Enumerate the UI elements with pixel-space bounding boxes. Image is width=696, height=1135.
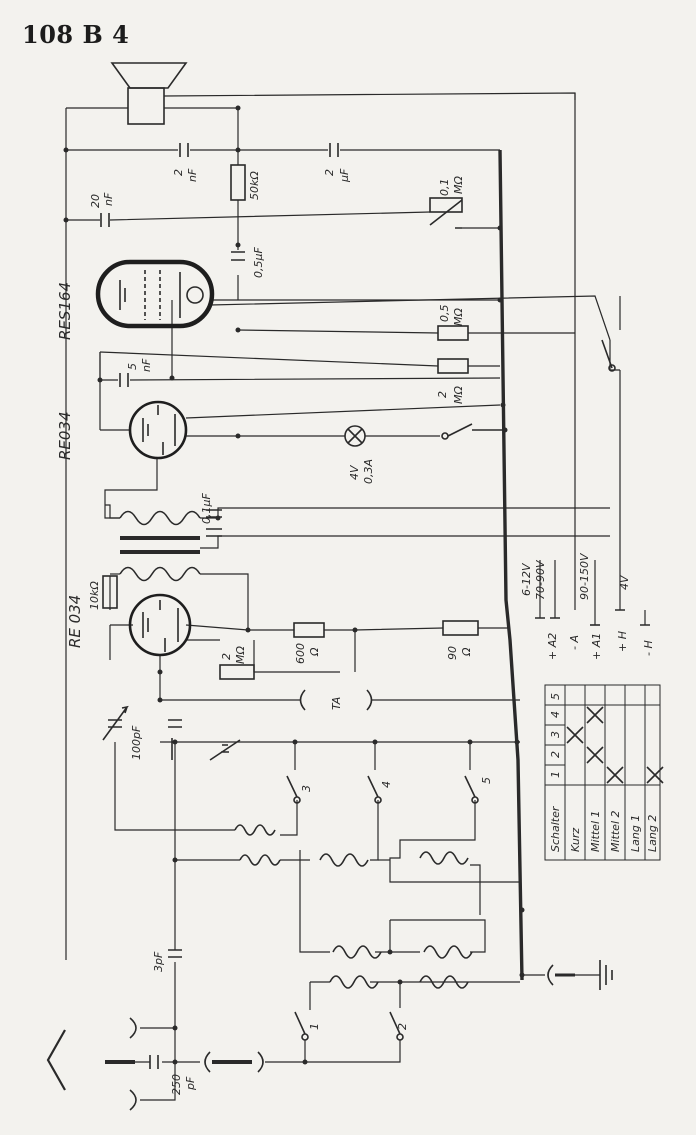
tube-res164 [95,259,215,329]
label-c-250pf-b: pF [184,1076,197,1091]
page-title: 108 B 4 [22,20,130,49]
label-r-600-a: 600 [294,643,307,664]
label-r-05m-a: 0,5 [438,305,451,323]
label-supply-90-150v: 90-150V [578,552,591,600]
label-r-2m-a-1: 2 [436,391,449,398]
label-c-2uf-a: 2 [323,169,336,176]
switch-closed-mark [606,766,624,784]
label-c-01uf: 0,1μF [200,493,213,524]
terminal-a1: + A1 [590,633,603,660]
tube-label-res164: RES164 [56,282,74,340]
label-pot-a: 0,1 [438,179,451,197]
label-r-50k: 50kΩ [248,171,261,200]
tube-re034-lower [128,593,192,657]
label-c-100pf: 100pF [130,725,143,760]
phono-sockets [299,689,373,711]
label-r-90-b: Ω [460,647,473,657]
label-supply-4v: 4V [618,574,631,590]
label-r-2m-b-1: 2 [220,653,233,660]
switch-number-1: 1 [308,1023,321,1030]
label-c-2uf-b: μF [338,168,351,183]
switch-number-5: 5 [480,777,493,784]
switch-table-col-4: 4 [549,711,562,718]
tube-label-re034-lower: RE 034 [66,595,84,648]
switch-number-3: 3 [300,785,313,792]
label-c-05uf: 0,5μF [252,247,265,278]
switch-table: Schalter 1 2 3 4 5 Kurz Mittel 1 Mittel … [544,684,664,861]
terminal-h-minus: - H [642,640,655,656]
switch-table-row-lang2: Lang 2 [646,815,659,852]
label-lamp-a: 4V [348,464,361,480]
label-r-2m-b-2: MΩ [234,646,247,664]
switch-table-col-5: 5 [549,693,562,700]
label-pot-b: MΩ [452,176,465,194]
label-ta: TA [330,697,343,710]
label-r-05m-b: MΩ [452,308,465,326]
loudspeaker-symbol [110,62,188,125]
switch-table-row-lang1: Lang 1 [629,815,642,852]
switch-table-row-mittel2: Mittel 2 [609,811,622,853]
junction-dots [63,105,525,1065]
label-c-2nf-a: 2 [172,169,185,176]
label-c-5nf-b: nF [140,358,153,372]
terminal-a: - A [568,635,581,650]
capacitors [100,143,339,1069]
switch-table-marks [566,706,664,784]
pilot-lamp [344,425,366,447]
switch-table-header: Schalter [549,805,562,852]
switch-table-col-1: 1 [549,771,562,778]
terminal-a2: + A2 [546,633,559,660]
switch-table-col-2: 2 [549,751,562,758]
tube-label-re034-upper: RE034 [56,411,74,460]
antenna-earth [46,960,613,1111]
coupling-transformer [105,504,201,582]
switch-table-row-kurz: Kurz [569,828,582,852]
label-lamp-b: 0,3A [362,459,375,484]
label-c-5nf-a: 5 [126,363,139,370]
switch-number-4: 4 [380,781,393,788]
supply-terminals [535,609,650,626]
label-c-250pf-a: 250 [170,1074,183,1095]
label-r-600-b: Ω [308,647,321,657]
label-supply-70-90v: 70-90V [534,559,547,600]
label-c-20nf-a: 20 [89,194,102,208]
resistors [102,164,479,680]
wiring [65,92,646,1101]
component-labels: RES164 RE034 RE 034 2 nF 50kΩ 2 μF 20 nF… [56,168,655,1095]
tube-re034-upper [128,400,188,460]
switch-table-col-3: 3 [549,731,562,738]
label-c-2nf-b: nF [186,168,199,182]
label-r-10k: 10kΩ [88,581,101,610]
switch-closed-mark [646,766,664,784]
switch-closed-mark [586,706,604,724]
rf-coils [234,824,473,989]
label-c-3pf: 3pF [152,951,165,972]
switches [286,339,616,1041]
switch-closed-mark [566,726,584,744]
label-r-2m-a-2: MΩ [452,386,465,404]
switch-closed-mark [586,746,604,764]
terminal-h-plus: + H [616,631,629,652]
label-r-90-a: 90 [446,646,459,660]
label-supply-6-12v: 6-12V [520,562,533,596]
label-c-20nf-b: nF [102,192,115,206]
ground-bus [498,149,524,981]
switch-number-2: 2 [396,1023,409,1030]
switch-table-row-mittel1: Mittel 1 [589,811,602,853]
